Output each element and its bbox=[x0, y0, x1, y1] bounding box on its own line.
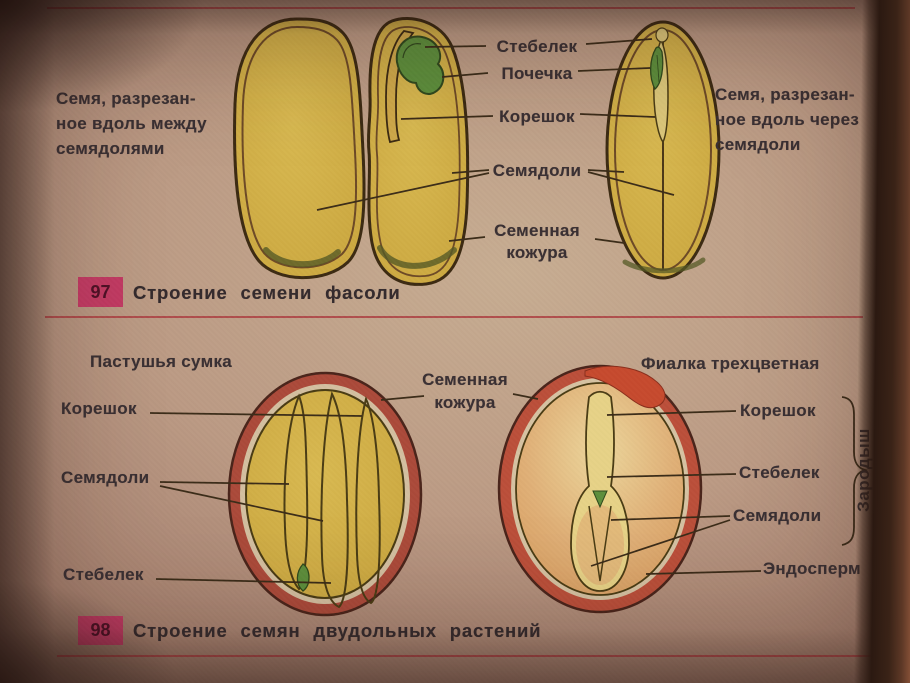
fig98-left-plant-title: Пастушья сумка bbox=[90, 352, 233, 371]
figure-98-rule bbox=[57, 655, 908, 657]
fig97-right-note-line3: семядоли bbox=[715, 135, 801, 154]
fig98-pansy-seed-diagram bbox=[497, 364, 703, 614]
fig97-label-bud: Почечка bbox=[501, 64, 573, 83]
fig98-sp-label-cotyledons: Семядоли bbox=[61, 468, 150, 487]
fig98-pansy-label-cotyledons: Семядоли bbox=[733, 506, 822, 525]
fig97-left-note-line1: Семя, разрезан- bbox=[56, 89, 196, 108]
fig97-bean-half-right-diagram bbox=[366, 16, 470, 286]
fig98-pansy-label-stem: Стебелек bbox=[739, 463, 820, 482]
fig97-label-stem: Стебелек bbox=[496, 37, 578, 56]
fig97-label-seed-coat-line2: кожура bbox=[506, 243, 568, 262]
fig98-seed-coat-label-line2: кожура bbox=[434, 393, 496, 412]
fig97-seed-through-cotyledons-diagram bbox=[605, 20, 721, 280]
figure-98-number-badge: 98 bbox=[78, 616, 123, 645]
fig98-sp-label-stem: Стебелек bbox=[63, 565, 144, 584]
fig97-right-note-line2: ное вдоль через bbox=[715, 110, 860, 129]
figure-98-caption: Строение семян двудольных растений bbox=[133, 620, 542, 641]
fig97-right-note: Семя, разрезан- ное вдоль через семядоли bbox=[715, 82, 859, 157]
fig98-right-plant-title: Фиалка трехцветная bbox=[641, 354, 820, 373]
fig97-left-note-line3: семядолями bbox=[56, 139, 165, 158]
fig98-pansy-label-endosperm: Эндосперм bbox=[763, 559, 861, 578]
fig98-seed-coat-label: Семенная кожура bbox=[410, 368, 520, 414]
fig98-shepherds-purse-seed-diagram bbox=[227, 371, 423, 617]
fig98-pansy-label-root: Корешок bbox=[740, 401, 816, 420]
fig98-seed-coat-label-line1: Семенная bbox=[422, 370, 508, 389]
figure-97-rule bbox=[45, 316, 863, 318]
figure-97-number-badge: 97 bbox=[78, 277, 123, 307]
fig98-sp-label-root: Корешок bbox=[61, 399, 137, 418]
fig97-right-note-line1: Семя, разрезан- bbox=[715, 85, 855, 104]
fig97-left-note-line2: ное вдоль между bbox=[56, 114, 207, 133]
top-rule bbox=[47, 7, 855, 9]
fig97-label-cotyledons: Семядоли bbox=[492, 161, 582, 180]
fig97-left-note: Семя, разрезан- ное вдоль между семядоля… bbox=[56, 86, 207, 161]
fig97-label-root: Корешок bbox=[499, 107, 575, 126]
book-edge-background bbox=[853, 0, 910, 683]
figure-97-caption: Строение семени фасоли bbox=[133, 282, 401, 303]
fig97-label-seed-coat-line1: Семенная bbox=[494, 221, 580, 240]
fig97-bean-half-left-diagram bbox=[233, 17, 366, 280]
